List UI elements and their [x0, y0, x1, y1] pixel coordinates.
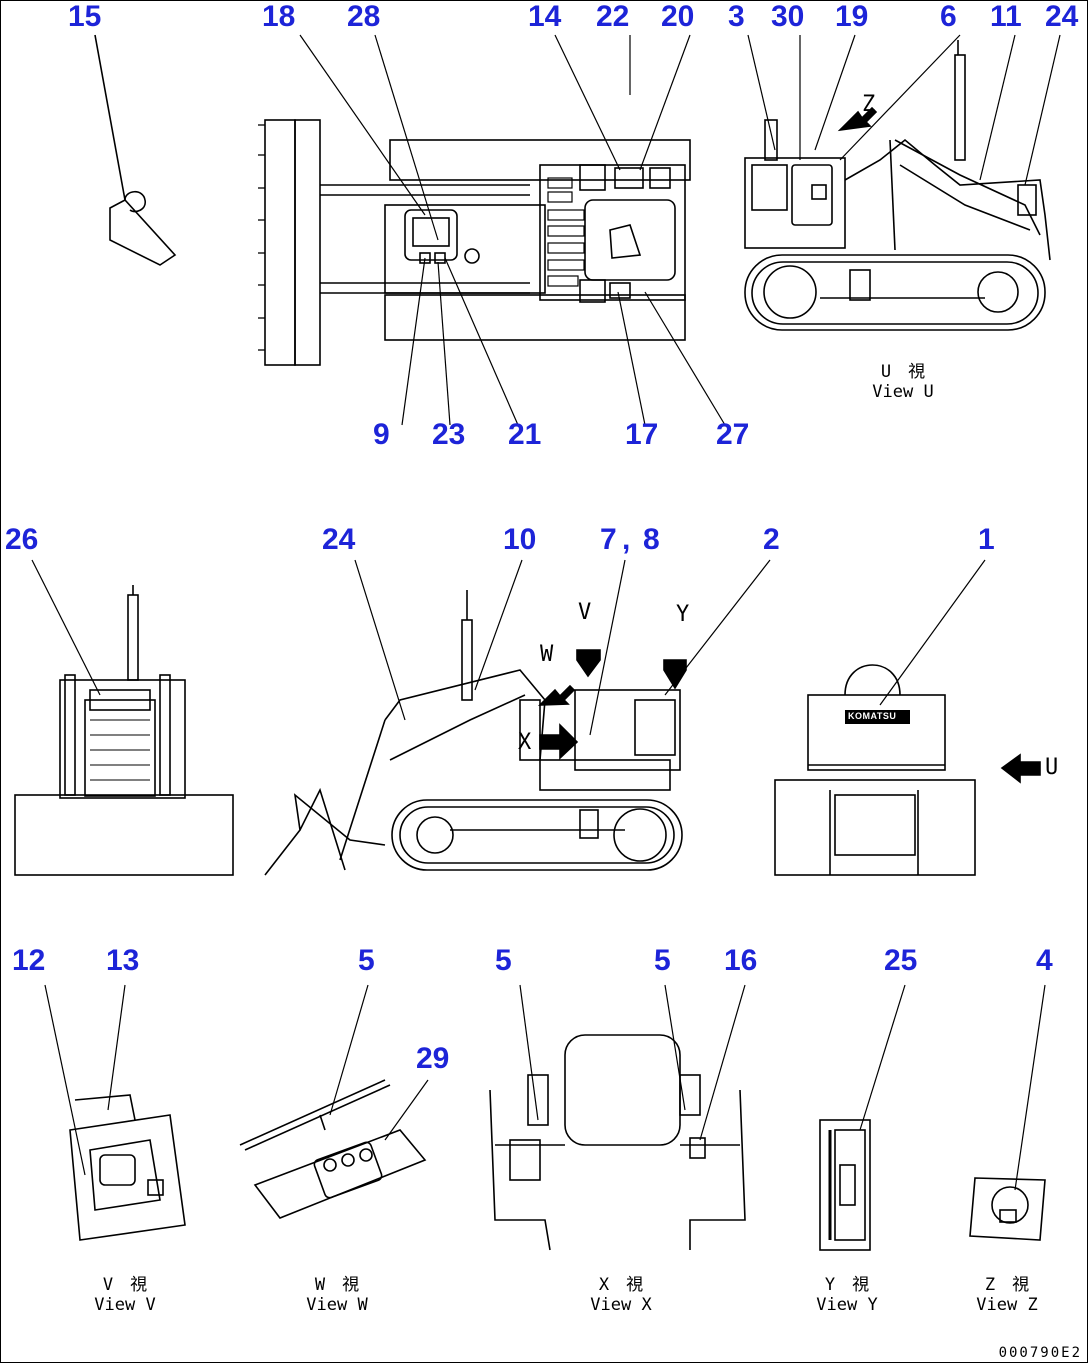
caption-view-v: V 視 View V [70, 1275, 180, 1315]
caption-view-v-en: View V [94, 1295, 156, 1315]
caption-view-z: Z 視 View Z [952, 1275, 1062, 1315]
callout-3: 3 [728, 0, 745, 33]
callout-7: 7 [600, 523, 617, 556]
machine-rear-view [774, 559, 1041, 876]
caption-view-x: X 視 View X [566, 1275, 676, 1315]
callout-12: 12 [12, 944, 46, 977]
callout-27: 27 [716, 418, 750, 451]
caption-view-y-jp: Y 視 [824, 1275, 870, 1295]
caption-view-x-jp: X 視 [598, 1275, 644, 1295]
callout-24-top: 24 [1045, 0, 1079, 33]
callout-1: 1 [978, 523, 995, 556]
machine-top-view [258, 34, 726, 426]
callout-23: 23 [432, 418, 466, 451]
caption-view-u-jp: U 視 [880, 362, 926, 382]
callout-9: 9 [373, 418, 390, 451]
detail-view-w [239, 984, 429, 1219]
caption-view-w-en: View W [306, 1295, 368, 1315]
caption-view-x-en: View X [590, 1295, 652, 1315]
callout-5-x-left: 5 [495, 944, 512, 977]
callout-19: 19 [835, 0, 869, 33]
drawing-code: 000790E2 [998, 1345, 1082, 1361]
callout-16: 16 [724, 944, 758, 977]
marker-u: U [1045, 755, 1059, 780]
callout-2: 2 [763, 523, 780, 556]
detail-view-x [489, 984, 746, 1251]
callout-15: 15 [68, 0, 102, 33]
caption-view-y: Y 視 View Y [792, 1275, 902, 1315]
callout-25: 25 [884, 944, 918, 977]
caption-view-z-en: View Z [976, 1295, 1038, 1315]
machine-side-view-u [744, 34, 1061, 331]
marker-y: Y [676, 602, 690, 627]
callout-8: 8 [643, 523, 660, 556]
detail-view-y [819, 984, 906, 1251]
callout-4: 4 [1036, 944, 1053, 977]
callout-29: 29 [416, 1042, 450, 1075]
machine-front-view [14, 559, 234, 876]
caption-view-y-en: View Y [816, 1295, 878, 1315]
callout-13: 13 [106, 944, 140, 977]
caption-view-w-jp: W 視 [314, 1275, 360, 1295]
decal-15-sketch [94, 34, 177, 266]
detail-view-z [969, 984, 1046, 1241]
marker-w: W [540, 642, 554, 667]
callout-comma: , [622, 523, 631, 556]
callout-5-w: 5 [358, 944, 375, 977]
callout-22: 22 [596, 0, 630, 33]
callout-10: 10 [503, 523, 537, 556]
marker-v: V [578, 600, 592, 625]
callout-18: 18 [262, 0, 296, 33]
caption-view-u-en: View U [872, 382, 934, 402]
callout-26: 26 [5, 523, 39, 556]
callout-5-x-right: 5 [654, 944, 671, 977]
detail-view-v [44, 984, 186, 1241]
caption-view-v-jp: V 視 [102, 1275, 148, 1295]
callout-14: 14 [528, 0, 562, 33]
marker-z: Z [862, 92, 876, 117]
caption-view-u: U 視 View U [848, 362, 958, 402]
callout-28: 28 [347, 0, 381, 33]
callout-30: 30 [771, 0, 805, 33]
callout-17: 17 [625, 418, 659, 451]
callout-20: 20 [661, 0, 695, 33]
callout-11: 11 [990, 0, 1022, 33]
machine-side-view [264, 559, 771, 876]
callout-21: 21 [508, 418, 542, 451]
callout-24-mid: 24 [322, 523, 356, 556]
caption-view-z-jp: Z 視 [984, 1275, 1030, 1295]
brand-plate-label: KOMATSU [848, 711, 897, 721]
marker-x: X [518, 730, 532, 755]
caption-view-w: W 視 View W [282, 1275, 392, 1315]
callout-6: 6 [940, 0, 957, 33]
